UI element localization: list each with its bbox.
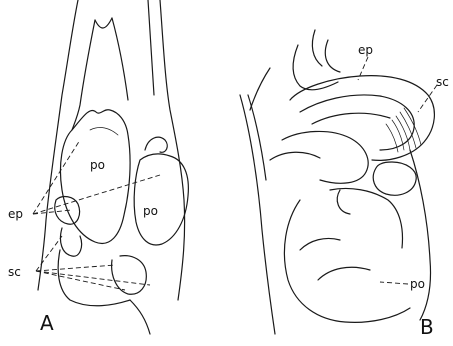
label-ep-a: ep	[8, 207, 23, 221]
label-sc-b: sc	[436, 75, 449, 89]
panel-label-b: B	[420, 315, 434, 339]
label-po-b: po	[410, 277, 425, 291]
label-ep-b: ep	[358, 43, 373, 57]
label-sc-a: sc	[8, 265, 21, 279]
panel-b-drawing	[240, 30, 437, 334]
panel-a-drawing	[33, 0, 188, 334]
panel-label-a: A	[40, 311, 54, 335]
label-po-upper: po	[90, 158, 105, 172]
label-po-right: po	[143, 204, 158, 218]
